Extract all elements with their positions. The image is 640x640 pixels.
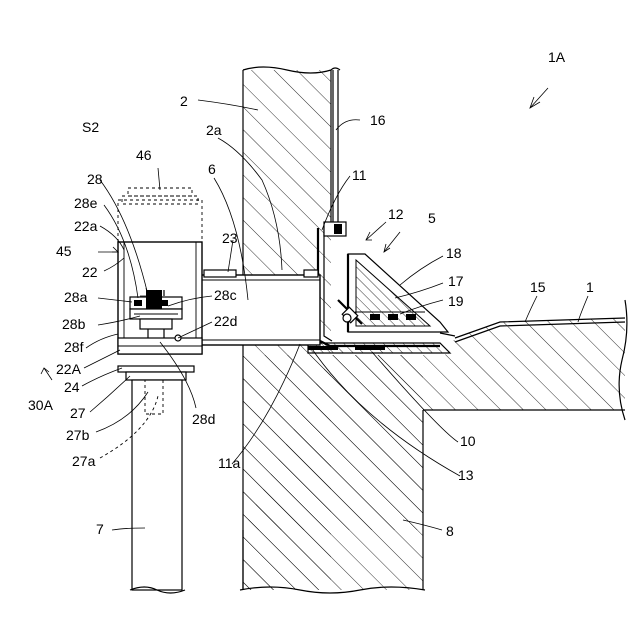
label-27: 27 (70, 405, 86, 421)
label-27b: 27b (66, 427, 90, 443)
label-28b: 28b (62, 316, 86, 332)
plate-15 (440, 333, 455, 336)
label-18: 18 (446, 245, 462, 261)
label-27a: 27a (72, 453, 96, 469)
label-19: 19 (448, 293, 464, 309)
label-1A: 1A (548, 49, 566, 65)
label-7: 7 (96, 521, 104, 537)
label-28e: 28e (74, 195, 98, 211)
label-11: 11 (352, 167, 367, 183)
lower-wall-hatch (243, 355, 423, 590)
cap-46 (118, 188, 202, 242)
label-15: 15 (530, 279, 546, 295)
label-28d: 28d (192, 411, 215, 427)
label-8: 8 (446, 523, 454, 539)
label-5: 5 (428, 210, 436, 226)
label-22a: 22a (74, 218, 98, 234)
label-28a: 28a (64, 289, 88, 305)
label-16: 16 (370, 112, 386, 128)
beam-6 (200, 270, 320, 345)
label-S2: S2 (82, 119, 99, 135)
label-11a: 11a (218, 455, 241, 471)
pipe-7 (118, 366, 194, 593)
label-22: 22 (82, 264, 98, 280)
label-12: 12 (388, 206, 404, 222)
label-6: 6 (208, 161, 216, 177)
label-13: 13 (458, 467, 474, 483)
bracket-18-19 (348, 254, 448, 332)
label-17: 17 (448, 273, 464, 289)
label-24: 24 (64, 379, 80, 395)
lining-16 (331, 68, 340, 228)
label-23: 23 (222, 230, 238, 246)
label-45: 45 (56, 243, 72, 259)
label-28: 28 (87, 171, 103, 187)
label-22A: 22A (56, 361, 82, 377)
label-30A: 30A (28, 397, 54, 413)
label-46: 46 (136, 147, 152, 163)
label-1: 1 (586, 279, 594, 295)
label-2a: 2a (206, 122, 222, 138)
label-10: 10 (460, 433, 476, 449)
label-22d: 22d (214, 313, 237, 329)
label-28c: 28c (214, 287, 237, 303)
label-2: 2 (180, 93, 188, 109)
label-28f: 28f (64, 339, 84, 355)
